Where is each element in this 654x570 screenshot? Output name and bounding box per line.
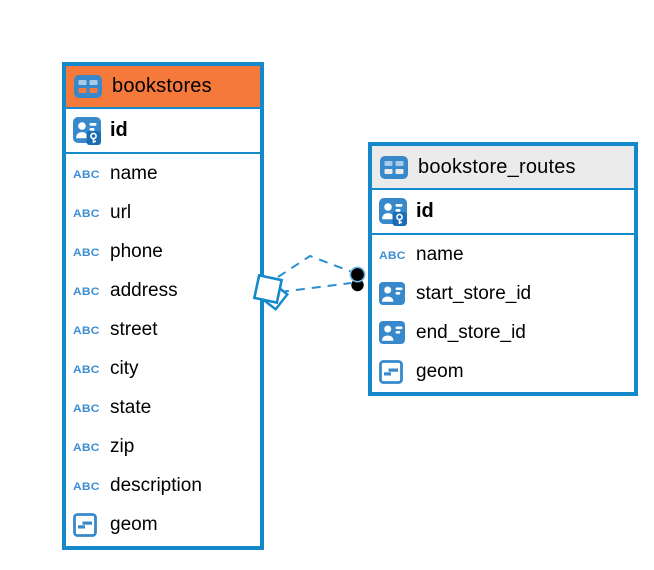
text-type-icon: ABC	[73, 478, 100, 493]
field-row[interactable]: geom	[372, 352, 634, 391]
field-name: start_store_id	[416, 282, 532, 304]
relationship-line[interactable]	[277, 254, 353, 278]
field-row-id[interactable]: id	[372, 190, 634, 235]
field-name: zip	[110, 435, 135, 457]
field-row[interactable]: ABC address	[66, 271, 260, 310]
field-name: url	[110, 201, 132, 223]
dot-marker	[349, 266, 366, 292]
primary-key-icon	[379, 197, 409, 226]
text-type-icon: ABC	[73, 361, 100, 376]
field-name: end_store_id	[416, 321, 526, 343]
field-name: street	[110, 318, 158, 340]
field-row[interactable]: ABC street	[66, 310, 260, 349]
reference-type-icon	[379, 321, 409, 344]
field-name: state	[110, 396, 152, 418]
field-row[interactable]: ABC name	[66, 154, 260, 193]
field-row[interactable]: geom	[66, 505, 260, 544]
field-row[interactable]: ABC state	[66, 388, 260, 427]
table-bookstore-routes[interactable]: bookstore_routes id ABC name	[368, 142, 638, 396]
field-name: address	[110, 279, 178, 301]
relationship-line[interactable]	[279, 282, 352, 293]
field-row[interactable]: ABC name	[372, 235, 634, 274]
field-name: description	[110, 474, 202, 496]
table-icon	[74, 75, 104, 98]
text-type-icon: ABC	[73, 400, 100, 415]
field-name: id	[416, 200, 434, 222]
geometry-type-icon	[73, 512, 103, 537]
reference-type-icon	[379, 282, 409, 305]
field-name: geom	[110, 513, 158, 535]
table-title: bookstores	[112, 75, 212, 97]
text-type-icon: ABC	[73, 244, 100, 259]
table-header[interactable]: bookstore_routes	[372, 146, 634, 190]
text-type-icon: ABC	[379, 247, 406, 262]
text-type-icon: ABC	[73, 166, 100, 181]
table-icon	[380, 155, 410, 179]
text-type-icon: ABC	[73, 283, 100, 298]
field-row[interactable]: end_store_id	[372, 313, 634, 352]
table-header[interactable]: bookstores	[66, 66, 260, 109]
primary-key-icon	[73, 116, 103, 145]
text-type-icon: ABC	[73, 205, 100, 220]
field-name: geom	[416, 360, 464, 382]
table-title: bookstore_routes	[418, 155, 576, 178]
field-row-id[interactable]: id	[66, 109, 260, 154]
text-type-icon: ABC	[73, 322, 100, 337]
field-row[interactable]: ABC description	[66, 466, 260, 505]
field-name: city	[110, 357, 139, 379]
field-row[interactable]: start_store_id	[372, 274, 634, 313]
field-name: name	[110, 162, 158, 184]
table-bookstores[interactable]: bookstores id ABC name ABC url ABC phone	[62, 62, 264, 550]
field-row[interactable]: ABC phone	[66, 232, 260, 271]
field-name: phone	[110, 240, 163, 262]
field-row[interactable]: ABC city	[66, 349, 260, 388]
field-row[interactable]: ABC url	[66, 193, 260, 232]
geometry-type-icon	[379, 359, 409, 384]
field-name: id	[110, 119, 128, 141]
text-type-icon: ABC	[73, 439, 100, 454]
field-row[interactable]: ABC zip	[66, 427, 260, 466]
field-name: name	[416, 243, 464, 265]
